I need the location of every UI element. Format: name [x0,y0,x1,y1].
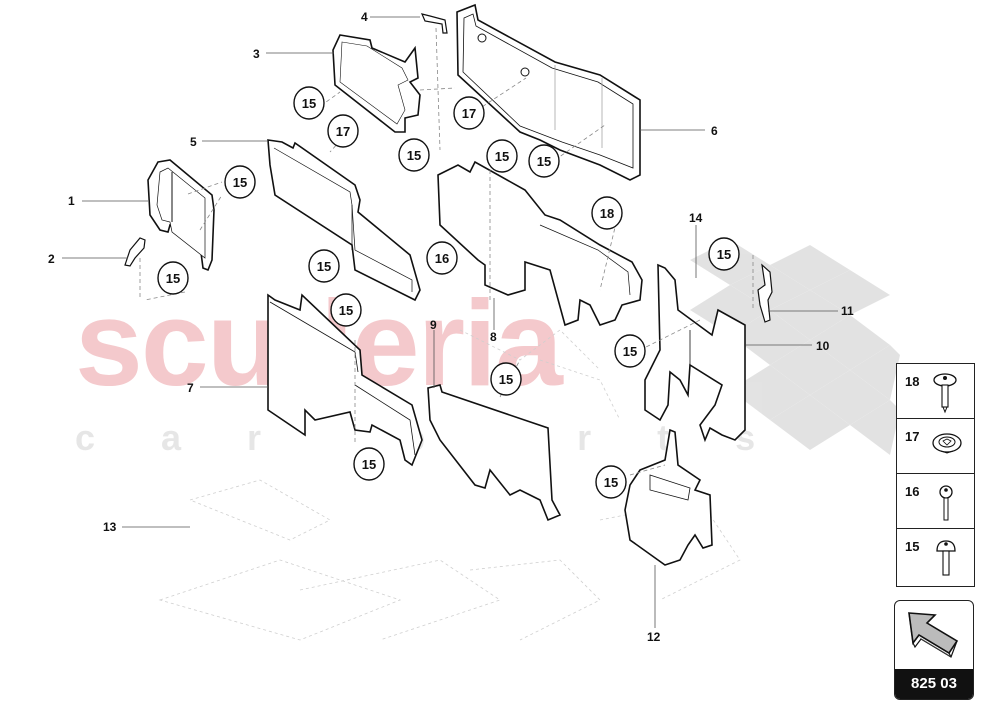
legend-item-16[interactable]: 16 [897,474,974,529]
svg-text:15: 15 [495,149,509,164]
screw-icon [936,540,956,576]
svg-text:15: 15 [407,148,421,163]
svg-text:15: 15 [623,344,637,359]
arrow-up-left-icon [908,612,959,658]
fastener-legend: 18 17 16 15 [896,363,975,587]
part-2-clip[interactable] [124,237,146,267]
svg-text:18: 18 [600,206,614,221]
svg-text:17: 17 [462,106,476,121]
bubble-15[interactable]: 15 [398,138,430,172]
callout-6[interactable]: 6 [711,124,718,138]
bubble-15[interactable]: 15 [708,237,740,271]
bubble-15[interactable]: 15 [224,165,256,199]
callout-14[interactable]: 14 [689,211,703,225]
part-9-panel[interactable] [427,384,562,522]
legend-item-18[interactable]: 18 [897,364,974,419]
legend-number: 16 [905,484,920,499]
reference-bubbles: 15 17 15 17 15 15 15 15 15 16 18 15 15 1… [157,86,740,499]
part-3-panel[interactable] [332,34,421,133]
legend-number: 15 [905,539,920,554]
bubble-17[interactable]: 17 [453,96,485,130]
diagram-code: 825 03 [895,669,973,699]
bubble-15[interactable]: 15 [353,447,385,481]
rivet-clip-icon [932,433,962,454]
navigation-button[interactable]: 825 03 [894,600,974,700]
bubble-15[interactable]: 15 [490,362,522,396]
callout-7[interactable]: 7 [187,381,194,395]
svg-text:15: 15 [362,457,376,472]
svg-text:15: 15 [499,372,513,387]
svg-text:15: 15 [317,259,331,274]
callout-10[interactable]: 10 [816,339,830,353]
svg-text:15: 15 [166,271,180,286]
part-5-panel[interactable] [267,139,421,302]
svg-text:15: 15 [339,303,353,318]
legend-item-17[interactable]: 17 [897,419,974,474]
svg-text:15: 15 [604,475,618,490]
legend-number: 18 [905,374,920,389]
bubble-15[interactable]: 15 [293,86,325,120]
callout-12[interactable]: 12 [647,630,661,644]
svg-text:15: 15 [537,154,551,169]
bubble-16[interactable]: 16 [426,241,458,275]
legend-number: 17 [905,429,920,444]
part-6-panel[interactable] [456,3,641,181]
part-11-bracket[interactable] [757,263,773,323]
svg-text:15: 15 [717,247,731,262]
bubble-15[interactable]: 15 [330,293,362,327]
bubble-15[interactable]: 15 [157,261,189,295]
bubble-15[interactable]: 15 [595,465,627,499]
watermark-checker-pattern [690,240,900,455]
callout-9[interactable]: 9 [430,318,437,332]
svg-text:17: 17 [336,124,350,139]
part-14-panel[interactable] [644,263,746,443]
callout-13[interactable]: 13 [103,520,117,534]
part-1-frame[interactable] [147,159,215,272]
callout-labels: 1 2 3 4 5 6 7 8 9 10 11 12 13 14 [48,10,854,644]
bolt-icon [939,485,953,521]
callout-2[interactable]: 2 [48,252,55,266]
svg-text:16: 16 [435,251,449,266]
part-4-bracket[interactable] [420,13,448,34]
bubble-18[interactable]: 18 [591,196,623,230]
bubble-15[interactable]: 15 [486,139,518,173]
callout-4[interactable]: 4 [361,10,368,24]
callout-8[interactable]: 8 [490,330,497,344]
bubble-15[interactable]: 15 [614,334,646,368]
part-8-panel[interactable] [437,160,643,327]
callout-5[interactable]: 5 [190,135,197,149]
legend-item-15[interactable]: 15 [897,529,974,584]
callout-3[interactable]: 3 [253,47,260,61]
part-7-panel[interactable] [267,293,423,467]
screw-with-washer-icon [933,373,957,414]
bubble-15[interactable]: 15 [308,249,340,283]
callout-leaders [62,16,838,628]
callout-1[interactable]: 1 [68,194,75,208]
part-12-cover[interactable] [624,428,713,566]
svg-text:15: 15 [302,96,316,111]
bubble-15[interactable]: 15 [528,144,560,178]
callout-11[interactable]: 11 [841,304,854,318]
svg-text:15: 15 [233,175,247,190]
bubble-17[interactable]: 17 [327,114,359,148]
